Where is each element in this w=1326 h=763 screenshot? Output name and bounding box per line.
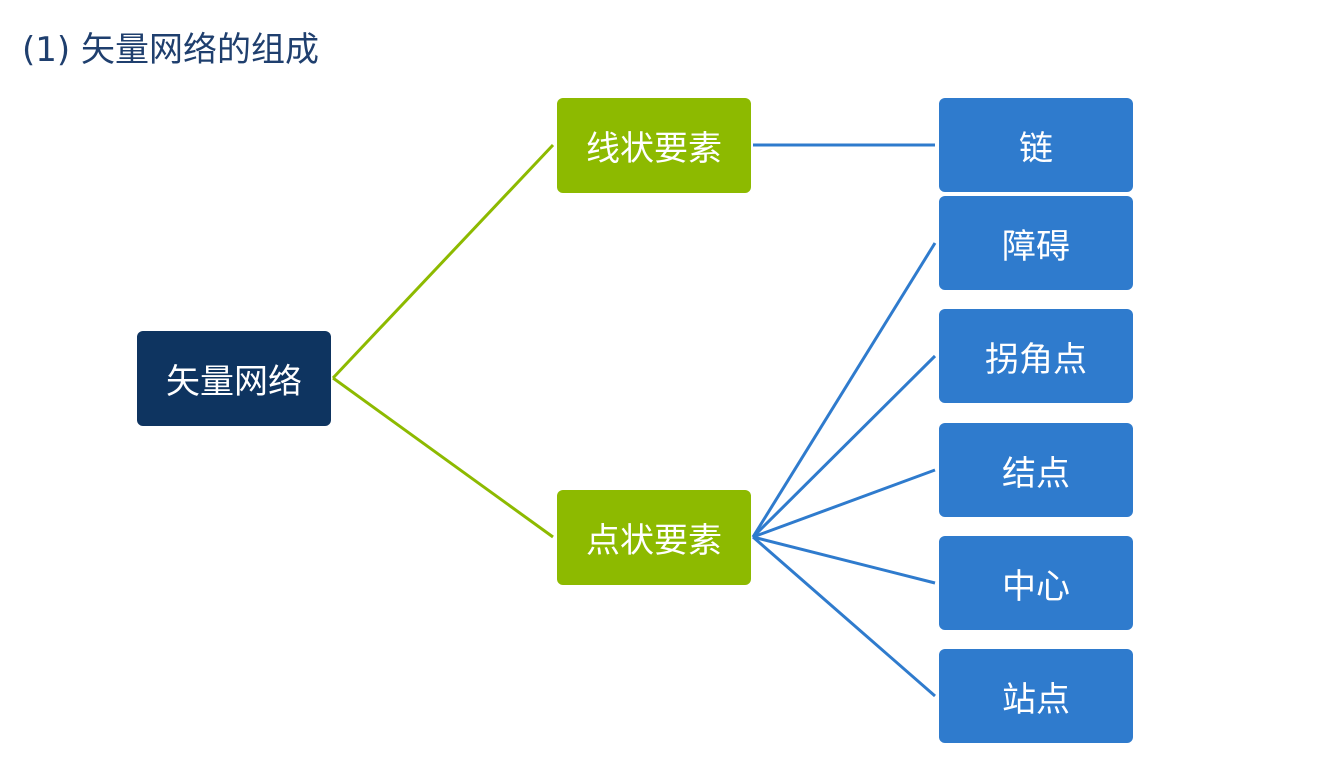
node-point-features: 点状要素 xyxy=(557,490,751,585)
connector-point-stop xyxy=(752,535,936,698)
connector-point-junction xyxy=(752,468,936,539)
node-center: 中心 xyxy=(939,536,1133,630)
node-junction: 结点 xyxy=(939,423,1133,517)
node-barrier: 障碍 xyxy=(939,196,1133,290)
node-vector-network: 矢量网络 xyxy=(137,331,331,426)
connector-point-barrier xyxy=(751,242,937,538)
node-link: 链 xyxy=(939,98,1133,192)
connector-root-point xyxy=(332,376,554,539)
node-turn-point: 拐角点 xyxy=(939,309,1133,403)
node-line-features: 线状要素 xyxy=(557,98,751,193)
page-title: (1) 矢量网络的组成 xyxy=(22,30,319,70)
connector-root-line xyxy=(331,143,555,380)
connector-point-center xyxy=(752,535,936,585)
node-stop: 站点 xyxy=(939,649,1133,743)
connector-point-turn xyxy=(751,354,937,539)
